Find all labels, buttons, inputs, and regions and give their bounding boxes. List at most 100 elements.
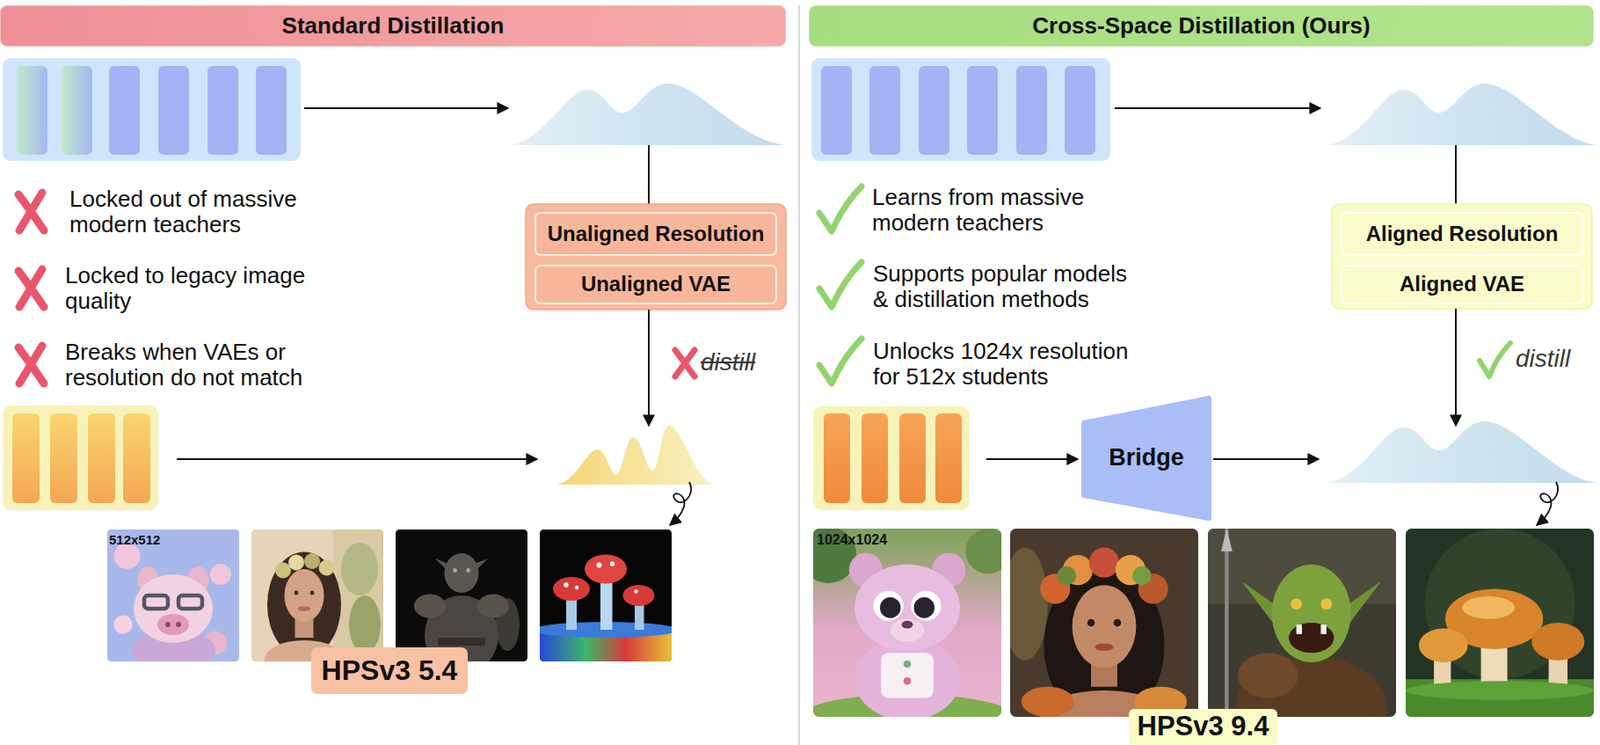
- benefit-text: Supports popular models & distillation m…: [872, 261, 1137, 313]
- portrait-image: [298, 605, 312, 611]
- bear-image: [901, 620, 914, 629]
- student-layer: [87, 413, 116, 503]
- node-text: Unaligned Resolution: [547, 222, 765, 246]
- teacher-layer: [109, 65, 140, 155]
- cross-mark: [18, 192, 44, 231]
- bear-image: [890, 618, 925, 642]
- portrait-image: [310, 590, 315, 596]
- status-box: Unaligned Resolution: [534, 211, 778, 256]
- node-text: Aligned VAE: [1399, 272, 1525, 296]
- teacher-layer: [16, 65, 48, 155]
- mushroom-image: [633, 589, 639, 594]
- teacher-block: [2, 58, 301, 161]
- mushroom-image: [1405, 680, 1594, 699]
- orc-image: [1224, 528, 1229, 717]
- teacher-layer: [207, 65, 239, 155]
- mushroom-image: [552, 576, 590, 601]
- flow-arrow: [1454, 308, 1457, 426]
- orc-image: [1288, 622, 1334, 653]
- orc-image: [1290, 597, 1302, 610]
- flow-arrow: [647, 309, 650, 426]
- portrait-image: [1010, 546, 1048, 660]
- student-block: [813, 406, 970, 510]
- orc-image: [1272, 564, 1352, 662]
- student-layer: [12, 413, 40, 503]
- portrait-image: [275, 562, 291, 579]
- bear-image: [910, 590, 941, 621]
- status-box: Aligned Resolution: [1340, 211, 1584, 256]
- mushroom-image: [584, 554, 627, 584]
- distill-label: distill: [1515, 344, 1600, 372]
- bear-image: [965, 528, 1002, 574]
- header-banner: Cross-Space Distillation (Ours): [808, 5, 1594, 47]
- portrait-image: [294, 590, 299, 596]
- mismatch-panel: [525, 203, 786, 310]
- node-text-group: Aligned VAE: [1399, 272, 1525, 296]
- check-mark: [819, 338, 862, 384]
- flow-line: [647, 145, 650, 204]
- bear-image: [880, 652, 934, 698]
- orc-image: [414, 594, 446, 619]
- node-text: Standard Distillation: [282, 13, 505, 39]
- mushroom-image: [539, 529, 672, 662]
- portrait-image: [288, 554, 305, 571]
- pig-image: [165, 621, 171, 627]
- orc-image: [452, 567, 458, 573]
- node-text-group: Unaligned VAE: [581, 272, 731, 296]
- bear-image: [903, 676, 912, 685]
- student-layer: [823, 413, 851, 503]
- bear-image: [872, 590, 903, 621]
- teacher-layer: [967, 65, 998, 155]
- teacher-layer: [821, 65, 852, 155]
- teacher-layer: [1016, 65, 1048, 155]
- node-text-group: Bridge: [1108, 444, 1185, 472]
- portrait-image: [1087, 618, 1096, 627]
- match-panel: [1331, 203, 1593, 309]
- mushroom-image: [574, 585, 580, 590]
- mushroom-image: [1405, 678, 1594, 717]
- pig-image: [175, 621, 182, 627]
- portrait-image: [349, 595, 381, 654]
- drawback-text: Locked to legacy image quality: [65, 262, 329, 314]
- status-box: Unaligned VAE: [534, 264, 778, 305]
- orc-image: [1242, 581, 1277, 626]
- check-mark: [1479, 342, 1511, 377]
- cross-mark: [18, 345, 44, 384]
- portrait-image: [284, 568, 325, 622]
- node-text-group: Aligned Resolution: [1366, 222, 1559, 246]
- score-badge: HPSv3 5.4: [311, 647, 468, 694]
- flow-arrow: [1213, 458, 1319, 460]
- pig-image: [107, 529, 240, 662]
- panel-divider: [798, 5, 800, 745]
- resolution-tag: 512x512: [109, 531, 189, 548]
- curl-arrow: [1536, 481, 1558, 525]
- mushroom-image: [1531, 622, 1585, 661]
- portrait-image: [319, 560, 335, 576]
- orc-image: [1237, 652, 1298, 698]
- node-text-group: Standard Distillation: [282, 13, 505, 39]
- student-layer: [899, 413, 926, 503]
- pig-image: [133, 574, 213, 643]
- orc-image: [1296, 624, 1302, 634]
- bridge-trapezoid: Bridge: [1081, 395, 1212, 521]
- benefit-text: Unlocks 1024x resolution for 512x studen…: [872, 338, 1137, 390]
- bear-image: [903, 660, 912, 669]
- pig-image: [178, 595, 203, 609]
- portrait-image: [333, 529, 384, 662]
- drawback-text: Locked out of massive modern teachers: [69, 186, 334, 238]
- node-text: Cross-Space Distillation (Ours): [1032, 13, 1370, 39]
- teacher-layer: [158, 65, 190, 155]
- node-text-group: HPSv3 9.4: [1137, 711, 1270, 742]
- mushroom-image: [596, 562, 603, 568]
- node-text-group: HPSv3 5.4: [321, 654, 459, 686]
- cross-mark: [675, 349, 695, 377]
- portrait-image: [1089, 546, 1120, 577]
- bear-image: [854, 564, 960, 651]
- student-block: [2, 405, 159, 510]
- node-text-group: Cross-Space Distillation (Ours): [1032, 13, 1370, 39]
- portrait-image: [1132, 566, 1151, 585]
- teacher-layer: [255, 65, 287, 155]
- check-mark: [819, 186, 862, 232]
- portrait-image: [1113, 618, 1122, 627]
